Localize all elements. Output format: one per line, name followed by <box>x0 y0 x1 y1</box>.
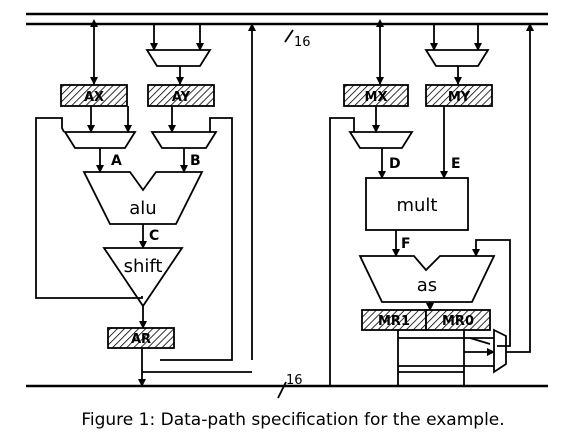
wire-e-label: E <box>451 156 461 172</box>
register-mx-label: MX <box>365 90 388 105</box>
register-ax <box>60 84 128 107</box>
register-mr0-label: MR0 <box>442 314 474 329</box>
top-bus-slash <box>284 29 294 43</box>
register-ax-label: AX <box>84 90 104 105</box>
wire-a-label: A <box>111 153 122 169</box>
shift-label: shift <box>124 256 163 277</box>
register-mr0 <box>425 309 491 331</box>
wire-b-label: B <box>190 153 201 169</box>
bottom-bus-slash <box>277 381 287 399</box>
as-unit <box>358 255 496 303</box>
as-label: as <box>417 275 437 296</box>
bottom-bus-width-label: 16 <box>286 373 303 388</box>
register-my-label: MY <box>448 90 471 105</box>
register-ay <box>147 84 215 107</box>
alu-b-mux <box>150 131 218 149</box>
mult-d-mux <box>348 131 414 149</box>
alu-a-mux <box>63 131 137 149</box>
register-mr1-label: MR1 <box>378 314 410 329</box>
output-mux <box>493 328 507 374</box>
mult-label: mult <box>396 195 437 216</box>
mult-unit <box>365 177 469 231</box>
alu-label: alu <box>129 198 156 219</box>
my-input-mux <box>424 49 490 67</box>
wire-f-label: F <box>401 236 411 252</box>
register-ay-label: AY <box>172 90 191 105</box>
top-bus-width-label: 16 <box>294 35 311 50</box>
register-my <box>425 84 493 107</box>
register-ar <box>107 327 175 349</box>
wire-c-label: C <box>149 228 159 244</box>
alu-unit <box>82 171 204 225</box>
shift-unit <box>102 247 184 308</box>
register-ar-label: AR <box>131 332 151 347</box>
ay-input-mux <box>145 49 212 67</box>
wire-d-label: D <box>389 156 401 172</box>
figure-caption: Figure 1: Data-path specification for th… <box>81 410 505 430</box>
